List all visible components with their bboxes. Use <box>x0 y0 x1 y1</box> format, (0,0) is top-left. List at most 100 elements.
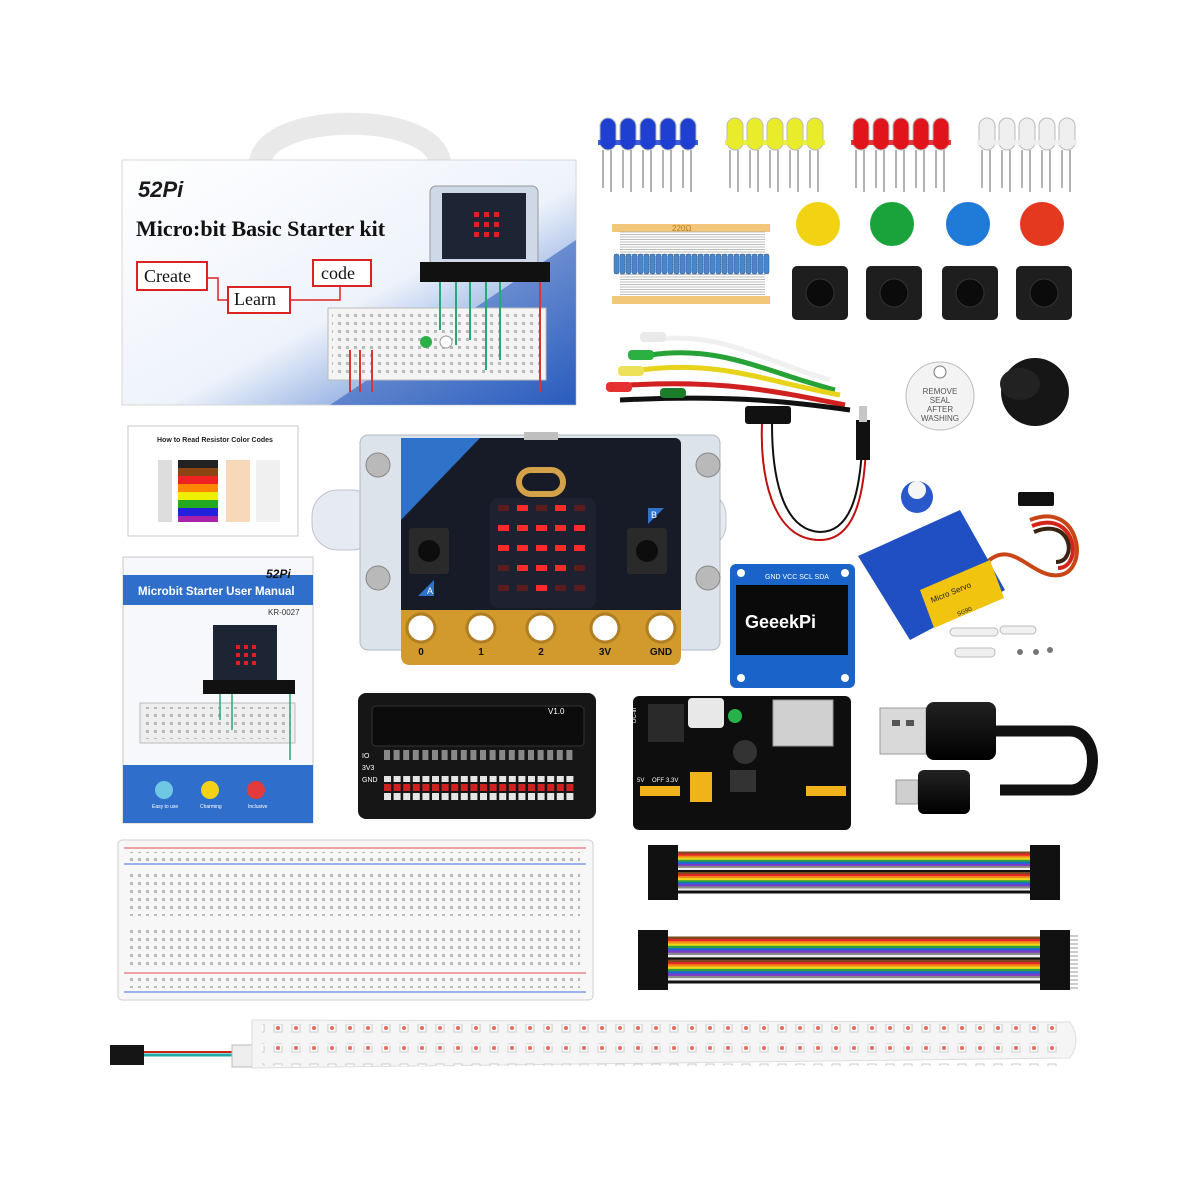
led-pixel <box>574 545 585 551</box>
led-groups <box>598 117 1077 192</box>
box-breadboard-illustration <box>327 282 547 392</box>
edge-pin-pad <box>525 612 557 644</box>
manual-footer-2: Charming <box>200 804 222 810</box>
power-jumper-5v: 5V <box>637 778 644 784</box>
resistor-value-label: 220Ω <box>672 224 691 233</box>
box-tag-code: code <box>312 259 372 287</box>
oled-display-module: GND VCC SCL SDA GeeekPi <box>730 564 855 688</box>
usb-a-plug <box>879 707 927 755</box>
box-tag-learn-label: Learn <box>234 289 276 309</box>
push-buttons <box>792 202 1072 320</box>
usb-cable <box>879 702 1098 814</box>
user-manual: 52Pi Microbit Starter User Manual KR-002… <box>122 556 314 824</box>
led-pixel <box>555 505 566 511</box>
dc-barrel-plug <box>856 420 870 460</box>
power-supply-module: DC-in 5V OFF 3.3V <box>632 696 851 830</box>
micro-usb-plug <box>895 779 919 805</box>
led-group-2 <box>725 117 825 192</box>
manual-code: KR-0027 <box>268 608 300 617</box>
resistor-card-title: How to Read Resistor Color Codes <box>157 437 273 444</box>
edge-pin-label: 3V <box>599 647 612 658</box>
push-button-1 <box>792 202 848 320</box>
led-strip <box>110 1019 1077 1069</box>
box-microbit-illustration <box>420 185 550 282</box>
power-usb-port <box>772 699 834 747</box>
microbit-board: A B 0 1 2 3V GND <box>311 432 727 665</box>
led-pixel <box>574 505 585 511</box>
led-pixel <box>536 585 547 591</box>
led-pixel <box>498 505 509 511</box>
power-header-pins <box>690 772 712 802</box>
edge-pin-label: GND <box>650 647 672 658</box>
edge-pin-pad <box>589 612 621 644</box>
battery-snap-cable <box>745 406 870 542</box>
led-group-4 <box>977 117 1077 192</box>
led-pixel <box>574 565 585 571</box>
led-pixel <box>536 545 547 551</box>
oled-logo: GeeekPi <box>745 612 816 632</box>
breakout-version: V1.0 <box>548 707 565 716</box>
manual-icon-charming <box>201 781 219 799</box>
led-pixel <box>574 585 585 591</box>
led-pixel <box>517 505 528 511</box>
manual-illustration <box>139 625 296 760</box>
led-pixel <box>536 565 547 571</box>
retail-box: 52Pi Micro:bit Basic Starter kit Create … <box>121 112 577 406</box>
box-title: Micro:bit Basic Starter kit <box>136 216 386 241</box>
jumper-bundle-1 <box>648 845 1060 900</box>
breakout-label-3v3: 3V3 <box>362 765 375 772</box>
box-tag-connector <box>207 277 341 301</box>
box-tag-learn: Learn <box>227 286 291 314</box>
jumper-wire-bundles <box>638 845 1078 990</box>
power-switch[interactable] <box>688 698 724 728</box>
power-jumper-3v3: 3.3V <box>666 778 678 784</box>
box-brand: 52Pi <box>138 177 184 202</box>
manual-title: Microbit Starter User Manual <box>138 586 295 598</box>
led-pixel <box>517 525 528 531</box>
edge-pin-label: 1 <box>478 647 484 658</box>
buzzer-active <box>1000 358 1069 426</box>
led-pixel <box>555 585 566 591</box>
oled-header-pins: GND VCC SCL SDA <box>765 574 829 581</box>
box-handle <box>249 112 451 167</box>
breakout-label-gnd: GND <box>362 777 378 784</box>
power-led <box>728 709 742 723</box>
servo-model: SG90 <box>957 606 974 618</box>
resistor-color-card: How to Read Resistor Color Codes <box>127 425 299 537</box>
edge-pin-pad <box>645 612 677 644</box>
manual-icon-easy <box>155 781 173 799</box>
box-tag-code-label: code <box>321 263 355 283</box>
microbit-led-matrix <box>498 505 585 591</box>
manual-footer-1: Easy to use <box>152 804 178 810</box>
manual-brand: 52Pi <box>266 567 291 581</box>
microbit-label-b: B <box>651 510 657 520</box>
edge-pin-label: 2 <box>538 647 544 658</box>
microbit-label-a: A <box>427 586 433 596</box>
box-tag-create: Create <box>136 261 208 291</box>
edge-pin-pad <box>465 612 497 644</box>
breakout-edge-slot <box>371 705 585 747</box>
led-pixel <box>517 545 528 551</box>
led-pixel <box>555 545 566 551</box>
led-group-3 <box>851 117 951 192</box>
led-pixel <box>498 525 509 531</box>
resistor-card-chart <box>158 460 280 522</box>
led-pixel <box>498 565 509 571</box>
led-pixel <box>555 525 566 531</box>
edge-pin-pad <box>405 612 437 644</box>
push-button-4 <box>1016 202 1072 320</box>
resistor-strip: 220Ω <box>612 224 770 304</box>
led-pixel <box>574 525 585 531</box>
led-pixel <box>498 545 509 551</box>
edge-pin-label: 0 <box>418 647 424 658</box>
power-jumper-off: OFF <box>652 778 664 784</box>
servo-motor: Micro Servo SG90 <box>858 481 1079 658</box>
manual-icon-inclusive <box>247 781 265 799</box>
microbit-usb-port <box>524 432 558 440</box>
servo-label-sticker <box>920 560 1004 628</box>
alligator-clip-wires <box>606 332 851 413</box>
breakout-label-io: IO <box>362 753 370 760</box>
